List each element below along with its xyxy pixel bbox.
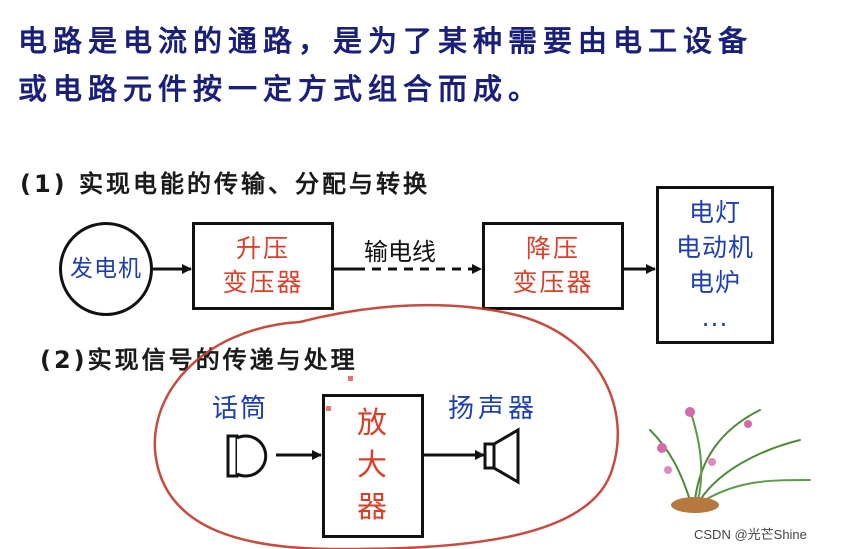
annotation-dot <box>348 376 353 381</box>
watermark: CSDN @光芒Shine <box>694 524 807 543</box>
speaker-icon <box>485 430 518 482</box>
annotation-circle <box>155 305 618 549</box>
microphone-icon <box>228 436 266 476</box>
annotation-dot <box>326 406 331 411</box>
orchid-illustration <box>650 407 810 513</box>
